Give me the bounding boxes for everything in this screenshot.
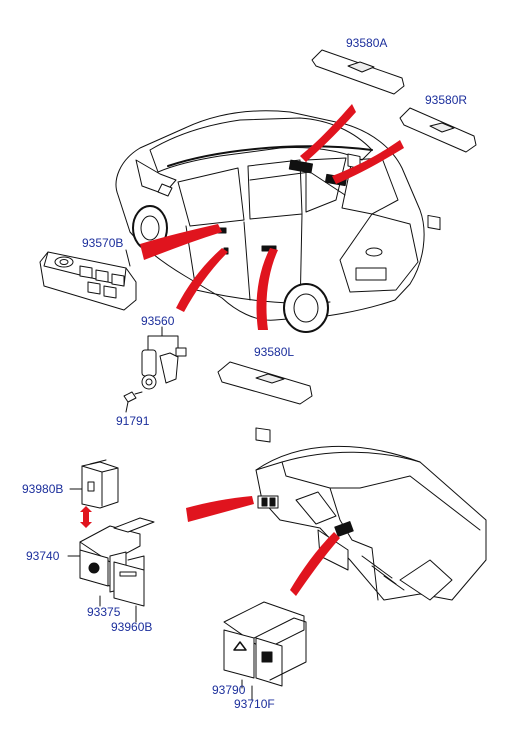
part-label-93980B[interactable]: 93980B [22, 482, 64, 496]
blank-switch-upper [81, 459, 119, 509]
hazard-defogger-switches [223, 601, 307, 701]
car-rear-wheel [283, 283, 329, 333]
car-tail-emblem [365, 247, 383, 257]
car-quarter-window [305, 157, 347, 213]
arrow-to-93580R [332, 140, 404, 184]
car-roof-part-a [288, 159, 314, 174]
car-tailgate [339, 213, 419, 293]
dashboard-illustration [255, 445, 487, 601]
car-plate [355, 267, 387, 281]
arrow-up-down [80, 506, 92, 528]
part-label-93580L[interactable]: 93580L [254, 345, 295, 359]
pointer-arrows [80, 104, 404, 596]
arrow-to-dashboard-left [186, 496, 254, 522]
part-label-93570B[interactable]: 93570B [82, 236, 124, 250]
car-front-hub [140, 215, 160, 241]
part-label-93790[interactable]: 93790 [212, 683, 246, 697]
part-label-93580R[interactable]: 93580R [425, 93, 468, 107]
switch-module-assembly [79, 517, 155, 623]
car-mirror [157, 183, 173, 197]
part-label-91791[interactable]: 91791 [116, 414, 150, 428]
window-switch-panel-front-left [311, 49, 405, 170]
arrow-to-93560 [176, 248, 228, 312]
part-label-93960B[interactable]: 93960B [111, 620, 153, 634]
car-roof-rail [167, 145, 373, 167]
arrow-to-93580L [256, 248, 278, 330]
part-label-93710F[interactable]: 93710F [234, 697, 275, 711]
part-label-93375[interactable]: 93375 [87, 605, 121, 619]
car-body-outline [115, 110, 425, 321]
power-window-main-switch [39, 251, 137, 311]
arrow-to-93570B [140, 224, 222, 260]
part-label-93580A[interactable]: 93580A [346, 36, 388, 50]
leader-lines [67, 249, 131, 557]
car-rear-hub [293, 293, 319, 323]
arrow-to-dashboard-center [290, 532, 340, 596]
car-illustration [115, 110, 425, 333]
window-switch-panel-front-right [399, 107, 477, 231]
part-label-93560[interactable]: 93560 [141, 314, 175, 328]
door-switch-assembly [141, 326, 187, 390]
car-roof [149, 117, 373, 173]
car-front-door-window [177, 167, 245, 227]
window-switch-panel-rear [217, 361, 313, 443]
part-label-93740[interactable]: 93740 [26, 549, 60, 563]
screw [123, 391, 143, 413]
arrow-to-93580A [300, 104, 356, 162]
